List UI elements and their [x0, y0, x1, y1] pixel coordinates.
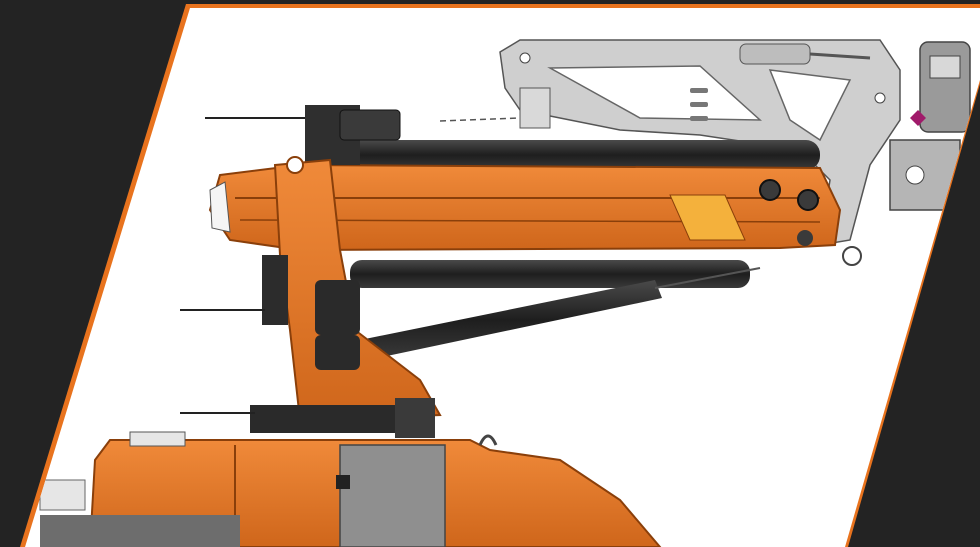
lower-tool-rail: [180, 398, 435, 438]
machine-base: [39, 431, 663, 547]
orange-main-boom: [208, 163, 842, 252]
orange-pivot-column: [180, 156, 442, 422]
diagonal-cylinder: [360, 267, 761, 360]
top-actuator-block: [205, 105, 401, 165]
grey-upper-bracket: [439, 39, 971, 266]
grey-panel: [339, 444, 446, 547]
upper-hydraulic-cylinder: [330, 140, 820, 170]
middle-hydraulic-cylinder: [350, 260, 750, 288]
